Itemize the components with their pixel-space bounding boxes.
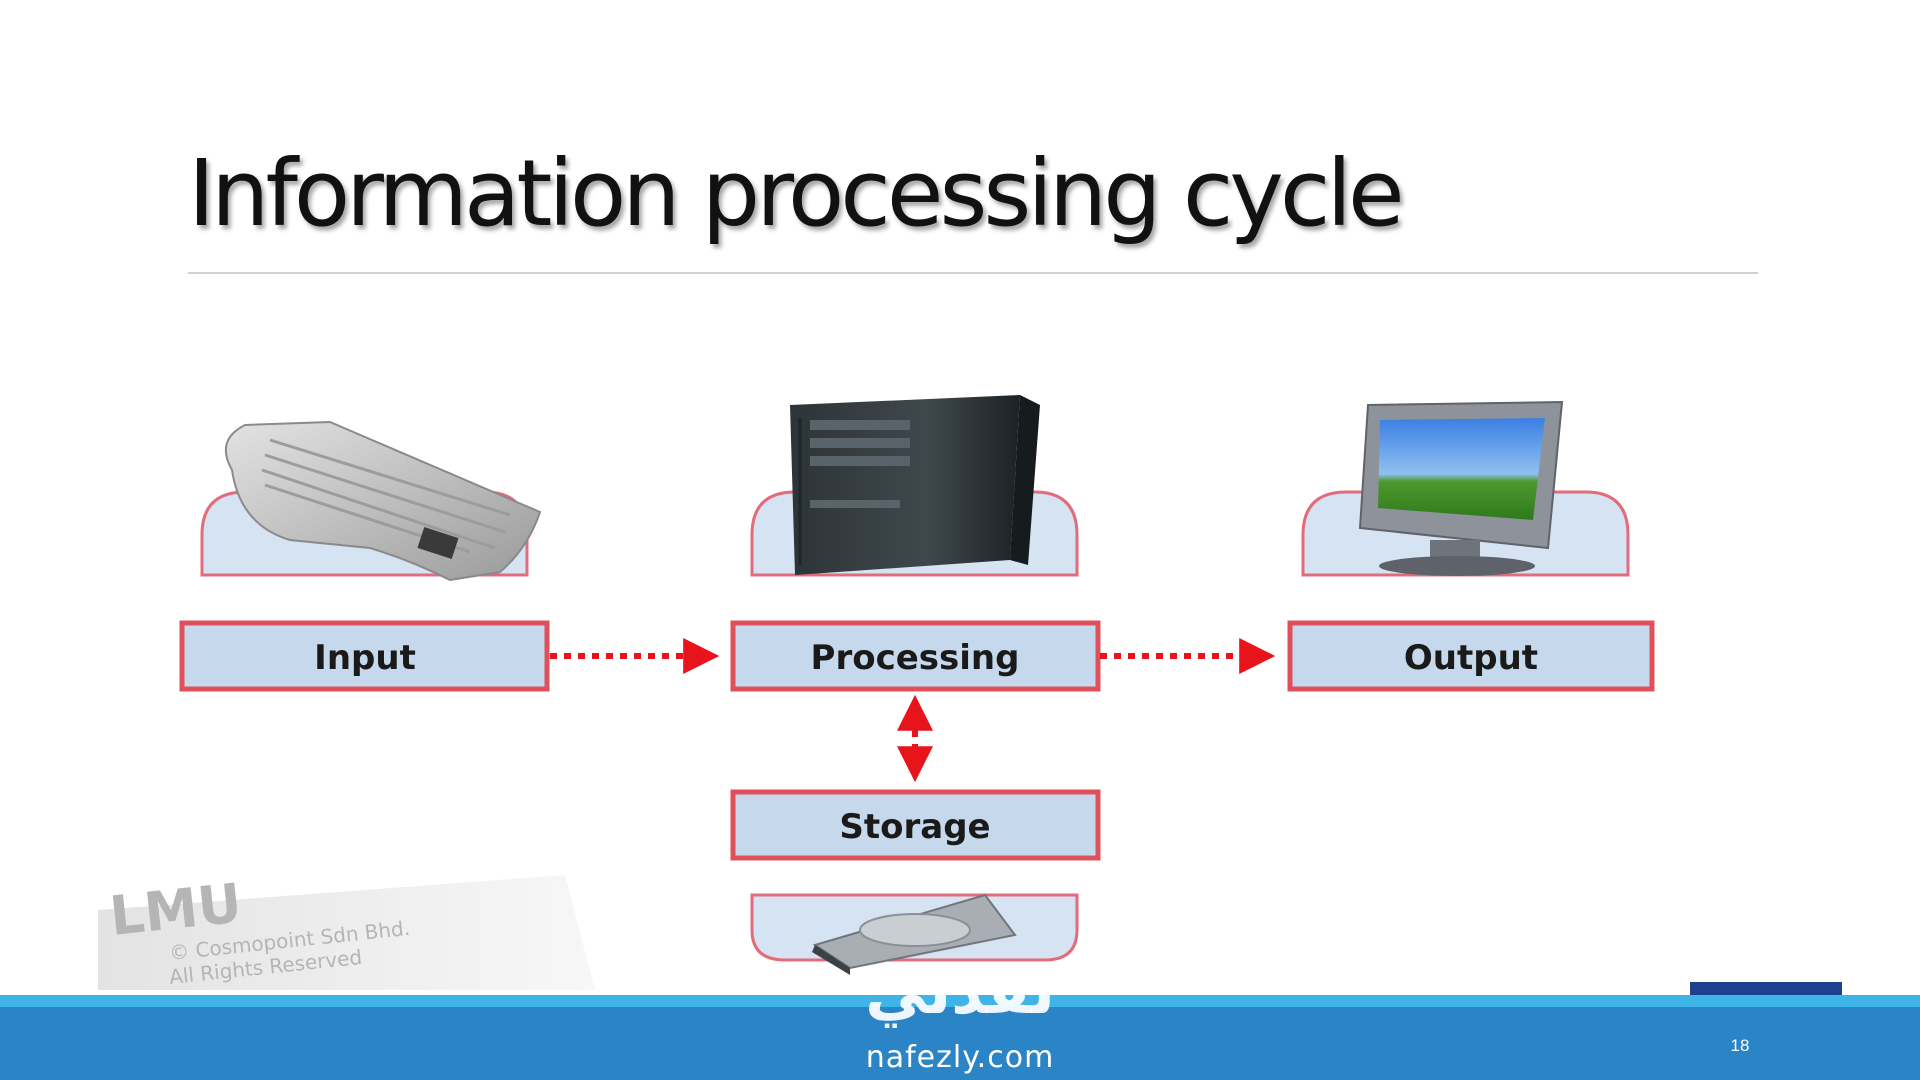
brand-domain: nafezly.com [865, 1040, 1055, 1075]
brand-logo-arabic: نفذلي [865, 955, 1055, 1028]
hard-drive-icon [812, 893, 1017, 975]
output-label: Output [1404, 638, 1538, 678]
output-box: Output [1287, 620, 1655, 692]
computer-tower-icon [790, 395, 1040, 575]
keyboard-icon [224, 420, 542, 582]
monitor-icon [1358, 400, 1564, 576]
copyright-watermark: LMU © Cosmopoint Sdn Bhd. All Rights Res… [98, 871, 595, 990]
page-number: 18 [1730, 1036, 1750, 1055]
footer-band [0, 995, 1920, 1080]
processing-label: Processing [811, 638, 1020, 678]
processing-box: Processing [730, 620, 1101, 692]
title-divider [188, 272, 1758, 274]
input-box: Input [179, 620, 550, 692]
watermark-logo: LMU [107, 871, 245, 947]
storage-label: Storage [839, 807, 990, 847]
slide-title: Information processing cycle [188, 140, 1405, 247]
footer-accent-tab [1690, 982, 1842, 995]
storage-box: Storage [730, 789, 1101, 861]
footer-stripe [0, 995, 1920, 1007]
input-label: Input [314, 638, 416, 678]
